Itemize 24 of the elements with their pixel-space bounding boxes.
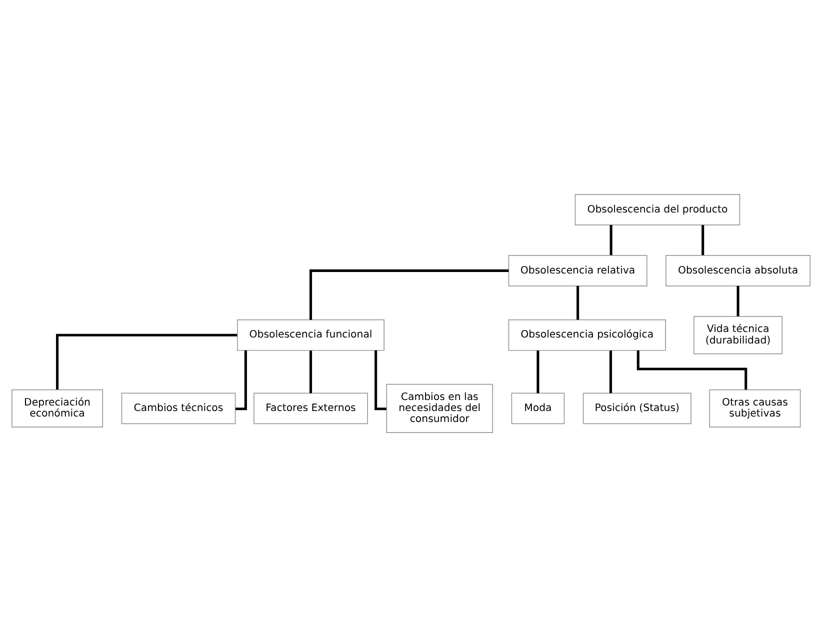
node-box: Obsolescencia relativa	[508, 254, 648, 286]
connector	[309, 268, 509, 320]
node-box: Obsolescencia absoluta	[666, 254, 810, 286]
node-box: Obsolescencia funcional	[237, 318, 384, 350]
connector	[609, 350, 612, 393]
node-box: Posición (Status)	[582, 392, 692, 424]
node-box: Obsolescencia del producto	[574, 193, 740, 225]
node-box: Cambios en las necesidades del consumidor	[386, 383, 494, 433]
connector	[610, 224, 612, 255]
node-box: Otras causas subjetivas	[709, 388, 801, 428]
connector	[576, 285, 580, 320]
connector	[736, 285, 740, 316]
node-box: Obsolescencia psicológica	[508, 318, 666, 350]
node-box: Cambios técnicos	[121, 392, 236, 424]
node-box: Moda	[511, 392, 565, 424]
connector	[536, 350, 540, 393]
connector	[235, 350, 247, 410]
connector	[374, 350, 386, 410]
connector	[56, 333, 238, 390]
node-box: Vida técnica (durabilidad)	[694, 316, 783, 354]
connector	[702, 224, 704, 255]
node-box: Depreciación económica	[12, 388, 104, 428]
node-box: Factores Externos	[254, 392, 368, 424]
connector	[309, 350, 312, 393]
